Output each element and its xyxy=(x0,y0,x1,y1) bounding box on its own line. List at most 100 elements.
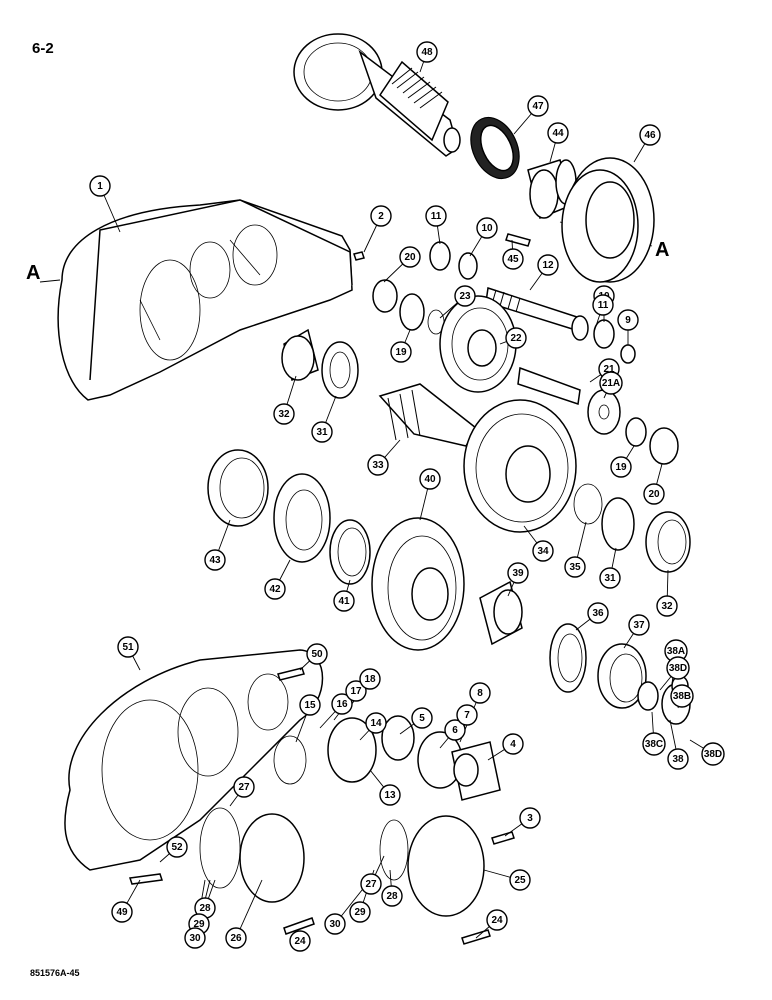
callout-38c: 38C xyxy=(642,732,666,756)
svg-text:35: 35 xyxy=(569,562,581,573)
svg-text:38: 38 xyxy=(672,754,684,765)
callout-30: 30 xyxy=(324,913,346,935)
svg-text:10: 10 xyxy=(481,223,493,234)
callout-13: 13 xyxy=(379,784,401,806)
callout-38d: 38D xyxy=(666,656,690,680)
callout-3: 3 xyxy=(519,807,541,829)
svg-text:28: 28 xyxy=(386,891,398,902)
callout-41: 41 xyxy=(333,590,355,612)
callout-27: 27 xyxy=(360,873,382,895)
callout-38: 38 xyxy=(667,748,689,770)
callout-51: 51 xyxy=(117,636,139,658)
svg-text:14: 14 xyxy=(370,718,382,729)
callout-45: 45 xyxy=(502,248,524,270)
svg-text:38A: 38A xyxy=(667,646,685,657)
svg-text:9: 9 xyxy=(625,315,631,326)
bolt-45 xyxy=(505,233,531,247)
svg-text:30: 30 xyxy=(189,933,201,944)
svg-text:11: 11 xyxy=(598,300,609,311)
callout-11: 11 xyxy=(592,294,614,316)
callout-1: 1 xyxy=(89,175,111,197)
svg-text:45: 45 xyxy=(507,254,519,265)
callout-6: 6 xyxy=(444,719,466,741)
callout-43: 43 xyxy=(204,549,226,571)
callout-52: 52 xyxy=(166,836,188,858)
callout-24: 24 xyxy=(289,930,311,952)
svg-text:25: 25 xyxy=(514,875,526,886)
callout-36: 36 xyxy=(587,602,609,624)
callout-15: 15 xyxy=(299,694,321,716)
svg-text:33: 33 xyxy=(372,460,384,471)
svg-text:46: 46 xyxy=(644,130,656,141)
svg-text:18: 18 xyxy=(364,674,376,685)
gasket-51 xyxy=(64,649,324,871)
callout-37: 37 xyxy=(628,614,650,636)
svg-text:11: 11 xyxy=(431,211,442,222)
svg-text:20: 20 xyxy=(648,489,660,500)
callout-29: 29 xyxy=(349,901,371,923)
svg-text:7: 7 xyxy=(464,710,470,721)
bolt-3 xyxy=(491,831,515,845)
output-flange-shaft xyxy=(293,33,461,157)
section-line-a xyxy=(39,279,61,283)
svg-text:47: 47 xyxy=(532,101,544,112)
callout-18: 18 xyxy=(359,668,381,690)
bolt-50 xyxy=(277,667,305,681)
svg-text:31: 31 xyxy=(316,427,328,438)
svg-text:48: 48 xyxy=(421,47,433,58)
svg-text:16: 16 xyxy=(336,699,348,710)
svg-text:29: 29 xyxy=(193,919,205,930)
section-marker-left: A xyxy=(26,262,41,284)
svg-text:19: 19 xyxy=(615,462,627,473)
svg-text:51: 51 xyxy=(122,642,134,653)
callout-46: 46 xyxy=(639,124,661,146)
svg-text:13: 13 xyxy=(384,790,396,801)
callout-28: 28 xyxy=(381,885,403,907)
svg-text:34: 34 xyxy=(537,546,549,557)
callout-27: 27 xyxy=(233,776,255,798)
svg-text:21A: 21A xyxy=(602,378,620,389)
callout-42: 42 xyxy=(264,578,286,600)
svg-text:40: 40 xyxy=(424,474,436,485)
svg-text:39: 39 xyxy=(512,568,524,579)
svg-text:12: 12 xyxy=(542,260,554,271)
svg-text:38C: 38C xyxy=(645,739,663,750)
callout-38b: 38B xyxy=(670,684,694,708)
callout-14: 14 xyxy=(365,712,387,734)
page-number: 6-2 xyxy=(32,40,54,57)
svg-text:26: 26 xyxy=(230,933,242,944)
svg-text:42: 42 xyxy=(269,584,281,595)
callout-2: 2 xyxy=(370,205,392,227)
callout-40: 40 xyxy=(419,468,441,490)
callout-34: 34 xyxy=(532,540,554,562)
svg-text:4: 4 xyxy=(510,739,516,750)
svg-text:3: 3 xyxy=(527,813,533,824)
svg-text:50: 50 xyxy=(311,649,323,660)
svg-text:21: 21 xyxy=(603,364,615,375)
svg-text:30: 30 xyxy=(329,919,341,930)
callout-32: 32 xyxy=(273,403,295,425)
callout-30: 30 xyxy=(184,927,206,949)
callout-21a: 21A xyxy=(599,371,623,395)
svg-text:23: 23 xyxy=(459,291,471,302)
svg-text:27: 27 xyxy=(365,879,377,890)
callout-16: 16 xyxy=(331,693,353,715)
callout-8: 8 xyxy=(469,682,491,704)
callout-17: 17 xyxy=(345,680,367,702)
callout-26: 26 xyxy=(225,927,247,949)
callout-50: 50 xyxy=(306,643,328,665)
svg-text:2: 2 xyxy=(378,211,384,222)
callout-49: 49 xyxy=(111,901,133,923)
seal-47 xyxy=(470,116,520,180)
bushing-44 xyxy=(527,159,577,220)
svg-text:5: 5 xyxy=(419,713,425,724)
callout-9: 9 xyxy=(617,309,639,331)
svg-text:37: 37 xyxy=(633,620,645,631)
svg-text:24: 24 xyxy=(294,936,306,947)
section-marker-right: A xyxy=(655,239,670,261)
svg-text:43: 43 xyxy=(209,555,221,566)
callout-19: 19 xyxy=(390,341,412,363)
svg-text:27: 27 xyxy=(238,782,250,793)
